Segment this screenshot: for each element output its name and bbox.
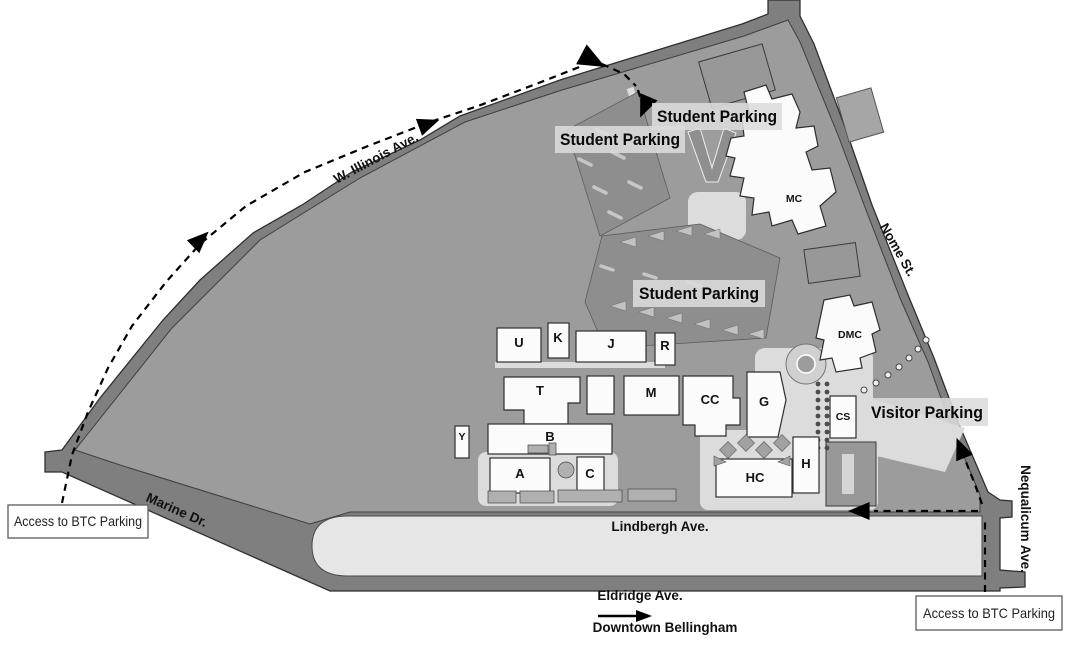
building-label-h: H [801, 456, 810, 471]
student-parking-label-1: Student Parking [657, 108, 777, 126]
access-routes [60, 44, 987, 592]
building-dmc [815, 294, 881, 373]
building-label-c: C [585, 466, 595, 481]
building-u [496, 327, 542, 363]
building-label-cc: CC [701, 392, 720, 407]
building-label-hc: HC [746, 470, 765, 485]
roundabout [785, 343, 827, 385]
building-label-b: B [545, 429, 554, 444]
building-r [654, 332, 676, 366]
building-label-a: A [515, 466, 525, 481]
building-y [454, 425, 470, 459]
building-label-k: K [553, 330, 563, 345]
student-parking-label-2: Student Parking [560, 131, 680, 149]
btc-access-text-left: Access to BTC Parking [14, 513, 142, 529]
building-label-m: M [646, 385, 657, 400]
lindbergh-ave-road [311, 515, 983, 577]
street-label-lindbergh: Lindbergh Ave. [611, 519, 708, 534]
building-j [575, 330, 647, 363]
building-g [746, 371, 787, 438]
route-north-entrance [601, 62, 643, 101]
street-label-nequalicum: Nequalicum Ave. [1018, 465, 1033, 573]
route-arrow-west-2 [415, 118, 440, 136]
building-label-u: U [514, 335, 523, 350]
building-cc [682, 375, 741, 437]
route-visitor-branch [964, 461, 984, 505]
building-label-t: T [536, 383, 544, 398]
building-h [792, 436, 820, 494]
building-hc [715, 458, 793, 498]
building-label-r: R [660, 338, 670, 353]
building-label-mc: MC [786, 193, 803, 205]
route-arrow-crest [576, 44, 606, 68]
building-annex [586, 375, 615, 415]
route-arrow-visitor [956, 437, 973, 462]
btc-access-callout-left [7, 504, 149, 539]
building-label-y: Y [458, 431, 465, 443]
building-a [489, 457, 551, 494]
btc-access-text-right: Access to BTC Parking [923, 605, 1055, 621]
building-label-g: G [759, 394, 769, 409]
hc-landscaping [713, 434, 791, 467]
btc-access-callouts: Access to BTC Parking Access to BTC Park… [7, 504, 1063, 631]
visitor-parking-label: Visitor Parking [871, 404, 983, 422]
student-parking-label-3: Student Parking [639, 285, 759, 303]
route-arrow-lindbergh [847, 501, 870, 521]
btc-access-callout-right [915, 595, 1063, 631]
buildings [454, 84, 881, 498]
building-label-dmc: DMC [838, 329, 862, 341]
building-k [547, 322, 570, 359]
route-arrow-west-1 [186, 231, 209, 254]
route-arrow-entrance [640, 93, 658, 118]
downtown-label: Downtown Bellingham [593, 620, 738, 635]
v-structure [687, 127, 737, 183]
downtown-note: Downtown Bellingham [593, 610, 738, 635]
building-cs [829, 395, 857, 439]
building-c [576, 456, 605, 494]
parking-labels: Student Parking Student Parking Student … [555, 103, 988, 426]
site-objects [487, 442, 677, 504]
building-m [623, 375, 680, 416]
route-west [60, 64, 583, 504]
building-label-cs: CS [836, 411, 851, 423]
street-label-eldridge: Eldridge Ave. [597, 588, 682, 603]
building-label-j: J [607, 336, 614, 351]
building-labels: U K J R T M CC G B A C Y HC H MC DMC CS [458, 193, 862, 485]
building-b [487, 423, 613, 455]
downtown-arrow [636, 610, 652, 622]
